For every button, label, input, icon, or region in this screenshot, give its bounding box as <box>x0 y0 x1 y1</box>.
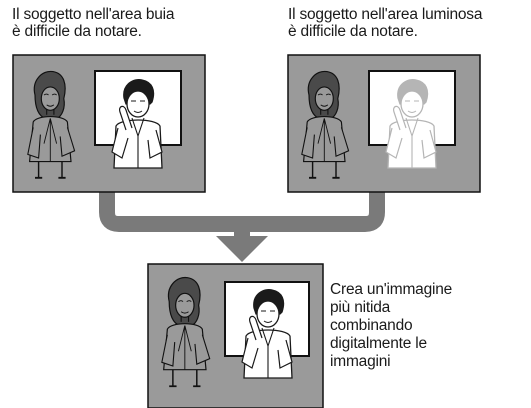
merge-arrow <box>99 180 385 262</box>
result-caption-line-5: immagini <box>330 353 391 370</box>
bright-area-panel <box>287 54 481 193</box>
result-panel <box>147 263 324 408</box>
result-caption-line-4: digitalmente le <box>330 335 427 352</box>
dark-area-caption: Il soggetto nell'area buia è difficile d… <box>12 6 175 40</box>
result-caption: Crea un'immagine più nitida combinando d… <box>330 281 452 371</box>
bright-area-caption: Il soggetto nell'area luminosa è diffici… <box>288 6 482 40</box>
bright-area-caption-line-1: Il soggetto nell'area luminosa <box>288 6 483 23</box>
dark-area-caption-line-1: Il soggetto nell'area buia <box>12 6 175 23</box>
result-caption-line-1: Crea un'immagine <box>330 281 453 298</box>
result-caption-line-3: combinando <box>330 317 413 334</box>
bright-area-caption-line-2: è difficile da notare. <box>288 23 418 40</box>
dark-area-caption-line-2: è difficile da notare. <box>12 23 142 40</box>
dark-area-panel <box>12 54 206 193</box>
result-caption-line-2: più nitida <box>330 299 391 316</box>
